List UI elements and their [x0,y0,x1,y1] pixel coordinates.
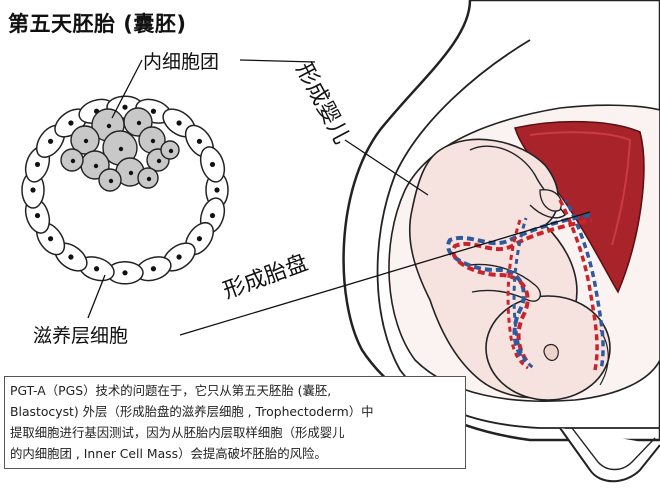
inner-cell-mass-nucleus [146,176,152,182]
fetus-foot [539,189,562,212]
fetus-ear [543,343,559,362]
trophectoderm-nucleus [122,104,128,110]
trophectoderm-nucleus [47,138,54,144]
inner-cell-mass-nucleus [168,148,174,154]
trophectoderm-nucleus [93,266,100,272]
blastocyst [21,95,229,285]
inner-cell-mass-nucleus [108,178,114,184]
cervix [559,427,660,483]
leader-baby [239,59,316,63]
trophectoderm-nucleus [47,236,54,242]
trophectoderm-nucleus [176,254,182,260]
trophectoderm-nucleus [34,161,41,168]
inner-cell-mass-nucleus [106,123,112,129]
trophectoderm-nucleus [214,187,220,193]
inner-cell-mass-nucleus [128,170,134,176]
label-trophectoderm: 滋养层细胞 [33,325,129,347]
inner-cell-mass-nucleus [156,158,162,164]
leader-placenta [179,211,591,336]
trophectoderm-nucleus [68,254,74,260]
diagram-title: 第五天胚胎 (囊胚) [8,12,187,36]
inner-cell-mass-nucleus [83,138,89,144]
trophectoderm-nucleus [209,161,216,168]
trophectoderm-nucleus [209,212,216,219]
umbilical-artery [451,218,593,366]
leader-troph [87,274,106,319]
inner-cell-mass-nucleus [93,163,99,169]
trophectoderm-nucleus [150,108,157,114]
trophectoderm-nucleus [68,120,74,126]
umbilical-vessel-upper-blue [564,199,605,371]
placenta-highlight [529,131,632,246]
label-inner-cell-mass: 内细胞团 [143,51,220,73]
caption-box: PGT-A（PGS）技术的问题在于，它只从第五天胚胎 (囊胚, Blastocy… [4,376,466,469]
umbilical-vessel-side-blue [512,217,535,370]
caption-line: PGT-A（PGS）技术的问题在于，它只从第五天胚胎 (囊胚, [10,383,332,398]
caption-line: 的内细胞团 , Inner Cell Mass）会提高破坏胚胎的风险。 [10,446,327,461]
inner-cell-mass-nucleus [118,146,124,152]
trophectoderm-nucleus [30,187,36,193]
inner-cell-mass-nucleus [70,158,76,164]
trophectoderm-nucleus [150,266,157,272]
leader-baby-2 [344,139,429,196]
trophectoderm-nucleus [176,120,182,126]
umbilical-vessel-upper [558,199,599,371]
inner-cell-mass-nucleus [136,120,142,126]
trophectoderm-nucleus [196,138,203,144]
trophectoderm-nucleus [34,212,41,219]
caption-line: Blastocyst) 外层（形成胎盘的滋养层细胞 , Trophectoder… [10,404,374,419]
trophectoderm-nucleus [122,270,128,276]
trophectoderm-nucleus [196,236,203,242]
inner-cell-mass-nucleus [150,138,156,144]
caption-line: 提取细胞进行基因测试，因为从胚胎内层取样细胞（形成婴儿 [10,425,345,440]
leader-icm [111,59,143,119]
cervix-inner [571,427,656,471]
